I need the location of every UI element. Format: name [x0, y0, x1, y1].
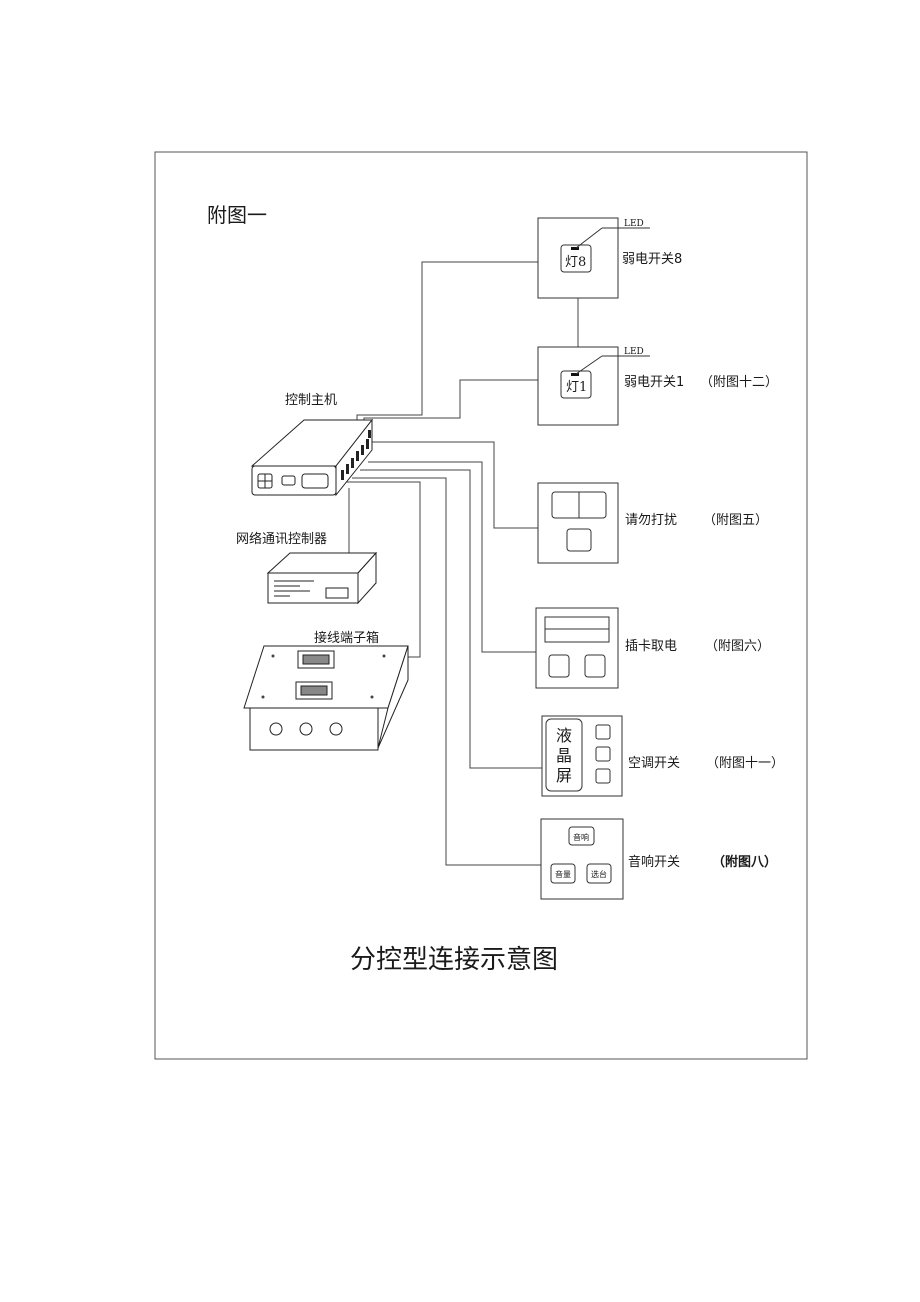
dnd-ref: （附图五）: [703, 513, 768, 528]
light-8-text: 灯8: [565, 255, 586, 270]
host-label: 控制主机: [285, 393, 337, 408]
figure-label: 附图一: [207, 203, 267, 227]
wire-host-weak8: [356, 261, 538, 420]
lcd-char-2: 晶: [556, 746, 572, 765]
audio-switch: [540, 818, 624, 900]
diagram-frame: [154, 151, 808, 1060]
dnd-label: 请勿打扰: [625, 513, 677, 528]
network-controller-label: 网络通讯控制器: [236, 531, 327, 547]
weak-switch-1: LED 灯1: [537, 346, 650, 426]
wire-host-dnd: [372, 441, 538, 529]
led-label-1: LED: [624, 347, 644, 357]
dnd-switch: [537, 482, 619, 564]
ac-switch: [541, 715, 623, 797]
weak-switch-1-ref: （附图十二）: [700, 375, 778, 390]
audio-top-button: [568, 826, 595, 846]
lcd-char-3: 屏: [556, 766, 572, 785]
lcd-char-1: 液: [556, 726, 572, 745]
terminal-box: [243, 645, 409, 751]
weak-switch-8: LED 灯8: [537, 217, 650, 299]
wire-host-audio: [352, 477, 541, 866]
weak-switch-8-label: 弱电开关8: [622, 252, 682, 267]
wire-host-card: [368, 461, 536, 653]
ac-ref: （附图十一）: [706, 756, 784, 771]
light-1-text: 灯1: [566, 380, 587, 395]
light-8-button: [560, 244, 592, 273]
light-1-button: [560, 370, 592, 399]
network-controller: [266, 551, 378, 605]
weak-switch-1-label: 弱电开关1: [624, 375, 684, 390]
audio-top-text: 音响: [573, 832, 589, 842]
wire-host-ac: [360, 469, 542, 769]
wiring: [346, 261, 579, 866]
card-power-switch: [535, 607, 619, 689]
volume-text: 音量: [555, 869, 571, 879]
lcd-screen: [545, 718, 583, 792]
tuning-button: [586, 863, 612, 884]
wire-host-weak1: [363, 379, 538, 420]
diagram-title: 分控型连接示意图: [350, 945, 558, 975]
card-power-ref: （附图六）: [705, 639, 770, 654]
card-power-label: 插卡取电: [625, 639, 677, 654]
audio-ref: （附图八）: [712, 854, 777, 870]
tuning-text: 选台: [591, 869, 607, 879]
volume-button: [550, 863, 576, 884]
control-host: [250, 418, 374, 497]
audio-label: 音响开关: [628, 854, 680, 870]
ac-label: 空调开关: [628, 756, 680, 771]
led-label-8: LED: [624, 219, 644, 229]
terminal-box-label: 接线端子箱: [314, 630, 379, 646]
wire-host-terminal: [346, 481, 421, 658]
